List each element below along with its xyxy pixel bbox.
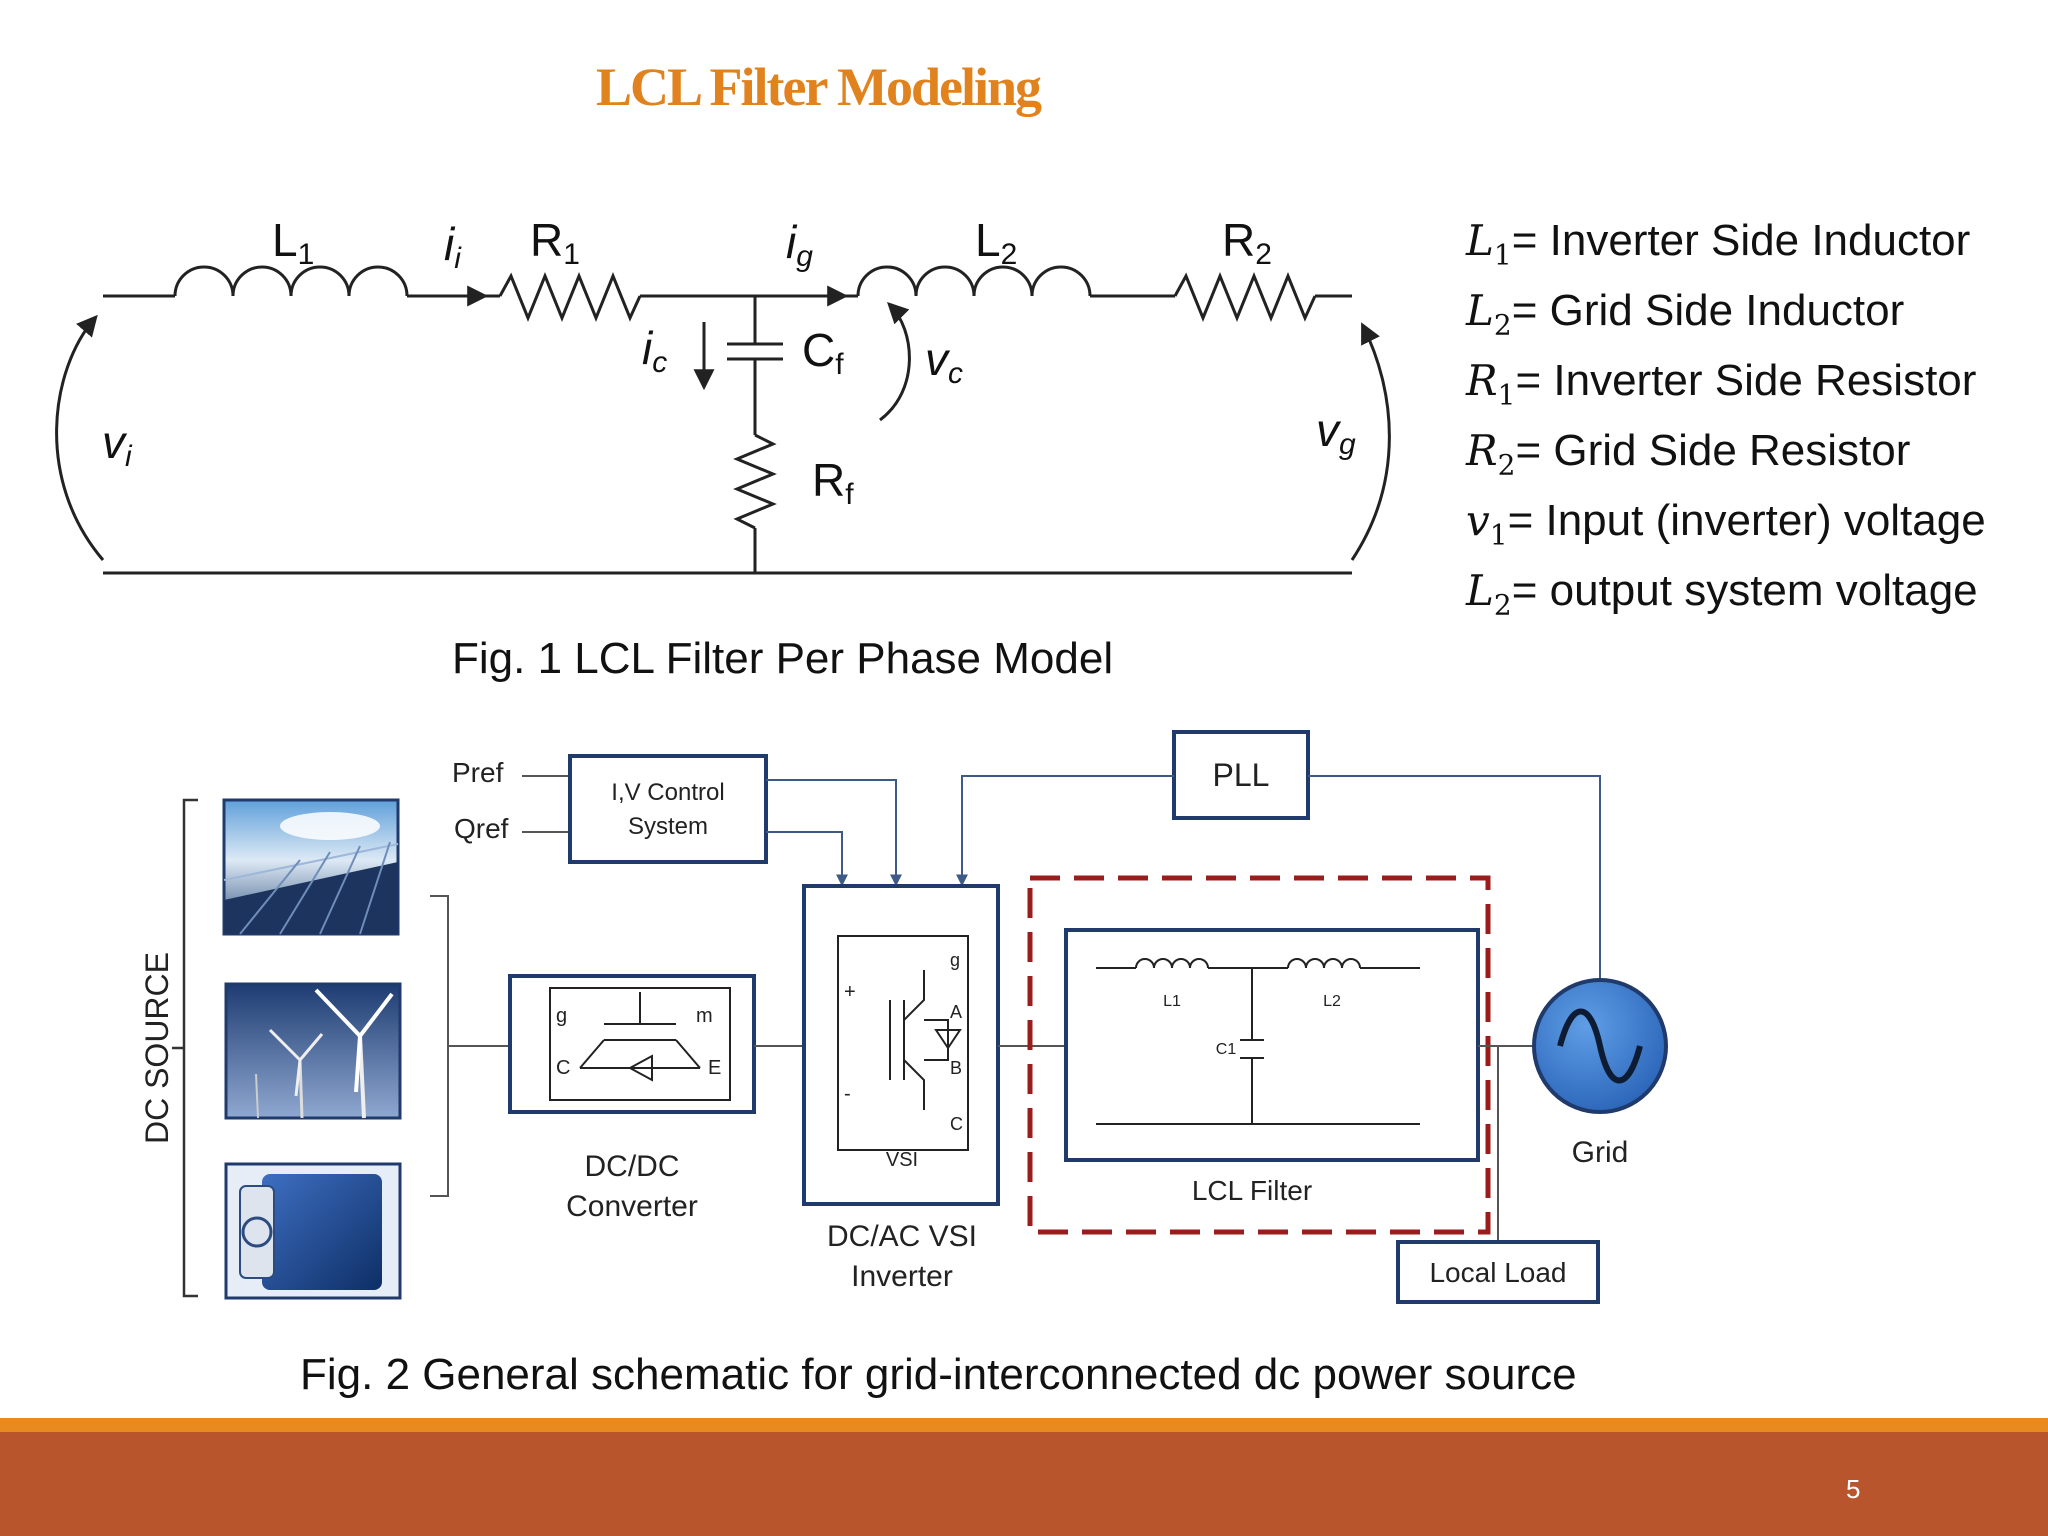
svg-text:Grid: Grid (1572, 1136, 1629, 1169)
svg-text:C: C (950, 1114, 963, 1134)
page-number: 5 (1846, 1474, 1861, 1504)
svg-text:g: g (556, 1005, 567, 1027)
svg-text:System: System (628, 813, 708, 840)
svg-text:E: E (708, 1057, 721, 1079)
fig1-circuit (55, 265, 1391, 575)
resistor-r1 (498, 272, 642, 322)
label-ic: ic (642, 322, 667, 379)
svg-text:DC/DC: DC/DC (585, 1150, 680, 1183)
wind-turbines-image (224, 982, 402, 1120)
fig2-caption: Fig. 2 General schematic for grid-interc… (300, 1350, 1577, 1399)
inductor-l1 (173, 265, 409, 297)
label-cf: Cf (802, 324, 844, 381)
svg-text:L2: L2 (1323, 993, 1341, 1010)
svg-text:+: + (844, 981, 856, 1003)
legend-row: R2= Grid Side Resistor (1466, 426, 1911, 482)
legend-row: L2= output system voltage (1466, 566, 1978, 622)
label-vc: vc (925, 333, 963, 390)
label-r1: R1 (530, 214, 580, 271)
pref-label: Pref (452, 757, 504, 788)
resistor-rf (733, 433, 777, 530)
svg-text:Converter: Converter (566, 1190, 698, 1223)
battery-image (224, 1162, 402, 1300)
label-l2: L2 (975, 214, 1017, 271)
svg-text:m: m (696, 1005, 713, 1027)
svg-text:g: g (950, 950, 960, 970)
label-ii: ii (444, 218, 462, 275)
legend-row: L1= Inverter Side Inductor (1466, 216, 1971, 272)
label-ig: ig (786, 216, 813, 273)
dc-source-label: DC SOURCE (139, 952, 175, 1144)
resistor-r2 (1173, 272, 1317, 322)
svg-text:I,V Control: I,V Control (611, 779, 724, 806)
label-vg: vg (1316, 404, 1356, 461)
svg-text:-: - (844, 1083, 851, 1105)
svg-text:PLL: PLL (1213, 757, 1270, 793)
svg-text:A: A (950, 1002, 962, 1022)
footer-bar (0, 1432, 2048, 1536)
dcdc-converter-block (508, 974, 756, 1114)
label-l1: L1 (272, 214, 314, 271)
lcl-filter-region (1027, 875, 1491, 1235)
svg-text:B: B (950, 1058, 962, 1078)
solar-panels-image (222, 798, 400, 936)
svg-text:LCL Filter: LCL Filter (1192, 1175, 1312, 1206)
svg-text:DC/AC VSI: DC/AC VSI (827, 1220, 977, 1253)
local-load-block (1396, 1240, 1600, 1304)
fig2-schematic: DC SOURCE Pref Qref (139, 730, 1668, 1304)
pll-block (1172, 730, 1310, 820)
slide-title: LCL Filter Modeling (596, 57, 1042, 117)
control-system-block (568, 754, 768, 864)
label-rf: Rf (812, 454, 854, 511)
svg-text:C: C (556, 1057, 570, 1079)
legend-row: v1= Input (inverter) voltage (1466, 496, 1986, 552)
svg-text:L1: L1 (1163, 993, 1181, 1010)
svg-text:VSI: VSI (886, 1149, 918, 1171)
inductor-l2 (856, 265, 1092, 297)
footer-stripe (0, 1418, 2048, 1432)
svg-text:Inverter: Inverter (851, 1260, 953, 1293)
svg-text:C1: C1 (1216, 1041, 1237, 1058)
legend-row: L2= Grid Side Inductor (1466, 286, 1905, 342)
qref-label: Qref (454, 813, 509, 844)
fig1-labels: L1 R1 L2 R2 ii ig ic Cf vc Rf vi vg (102, 214, 1356, 511)
lcl-filter-block (1064, 928, 1480, 1162)
label-vi: vi (102, 416, 133, 473)
symbol-legend: L1= Inverter Side Inductor L2= Grid Side… (1466, 212, 2046, 632)
label-r2: R2 (1222, 214, 1272, 271)
svg-text:Local Load: Local Load (1429, 1257, 1566, 1288)
fig1-caption: Fig. 1 LCL Filter Per Phase Model (452, 634, 1114, 683)
legend-row: R1= Inverter Side Resistor (1466, 356, 1977, 412)
